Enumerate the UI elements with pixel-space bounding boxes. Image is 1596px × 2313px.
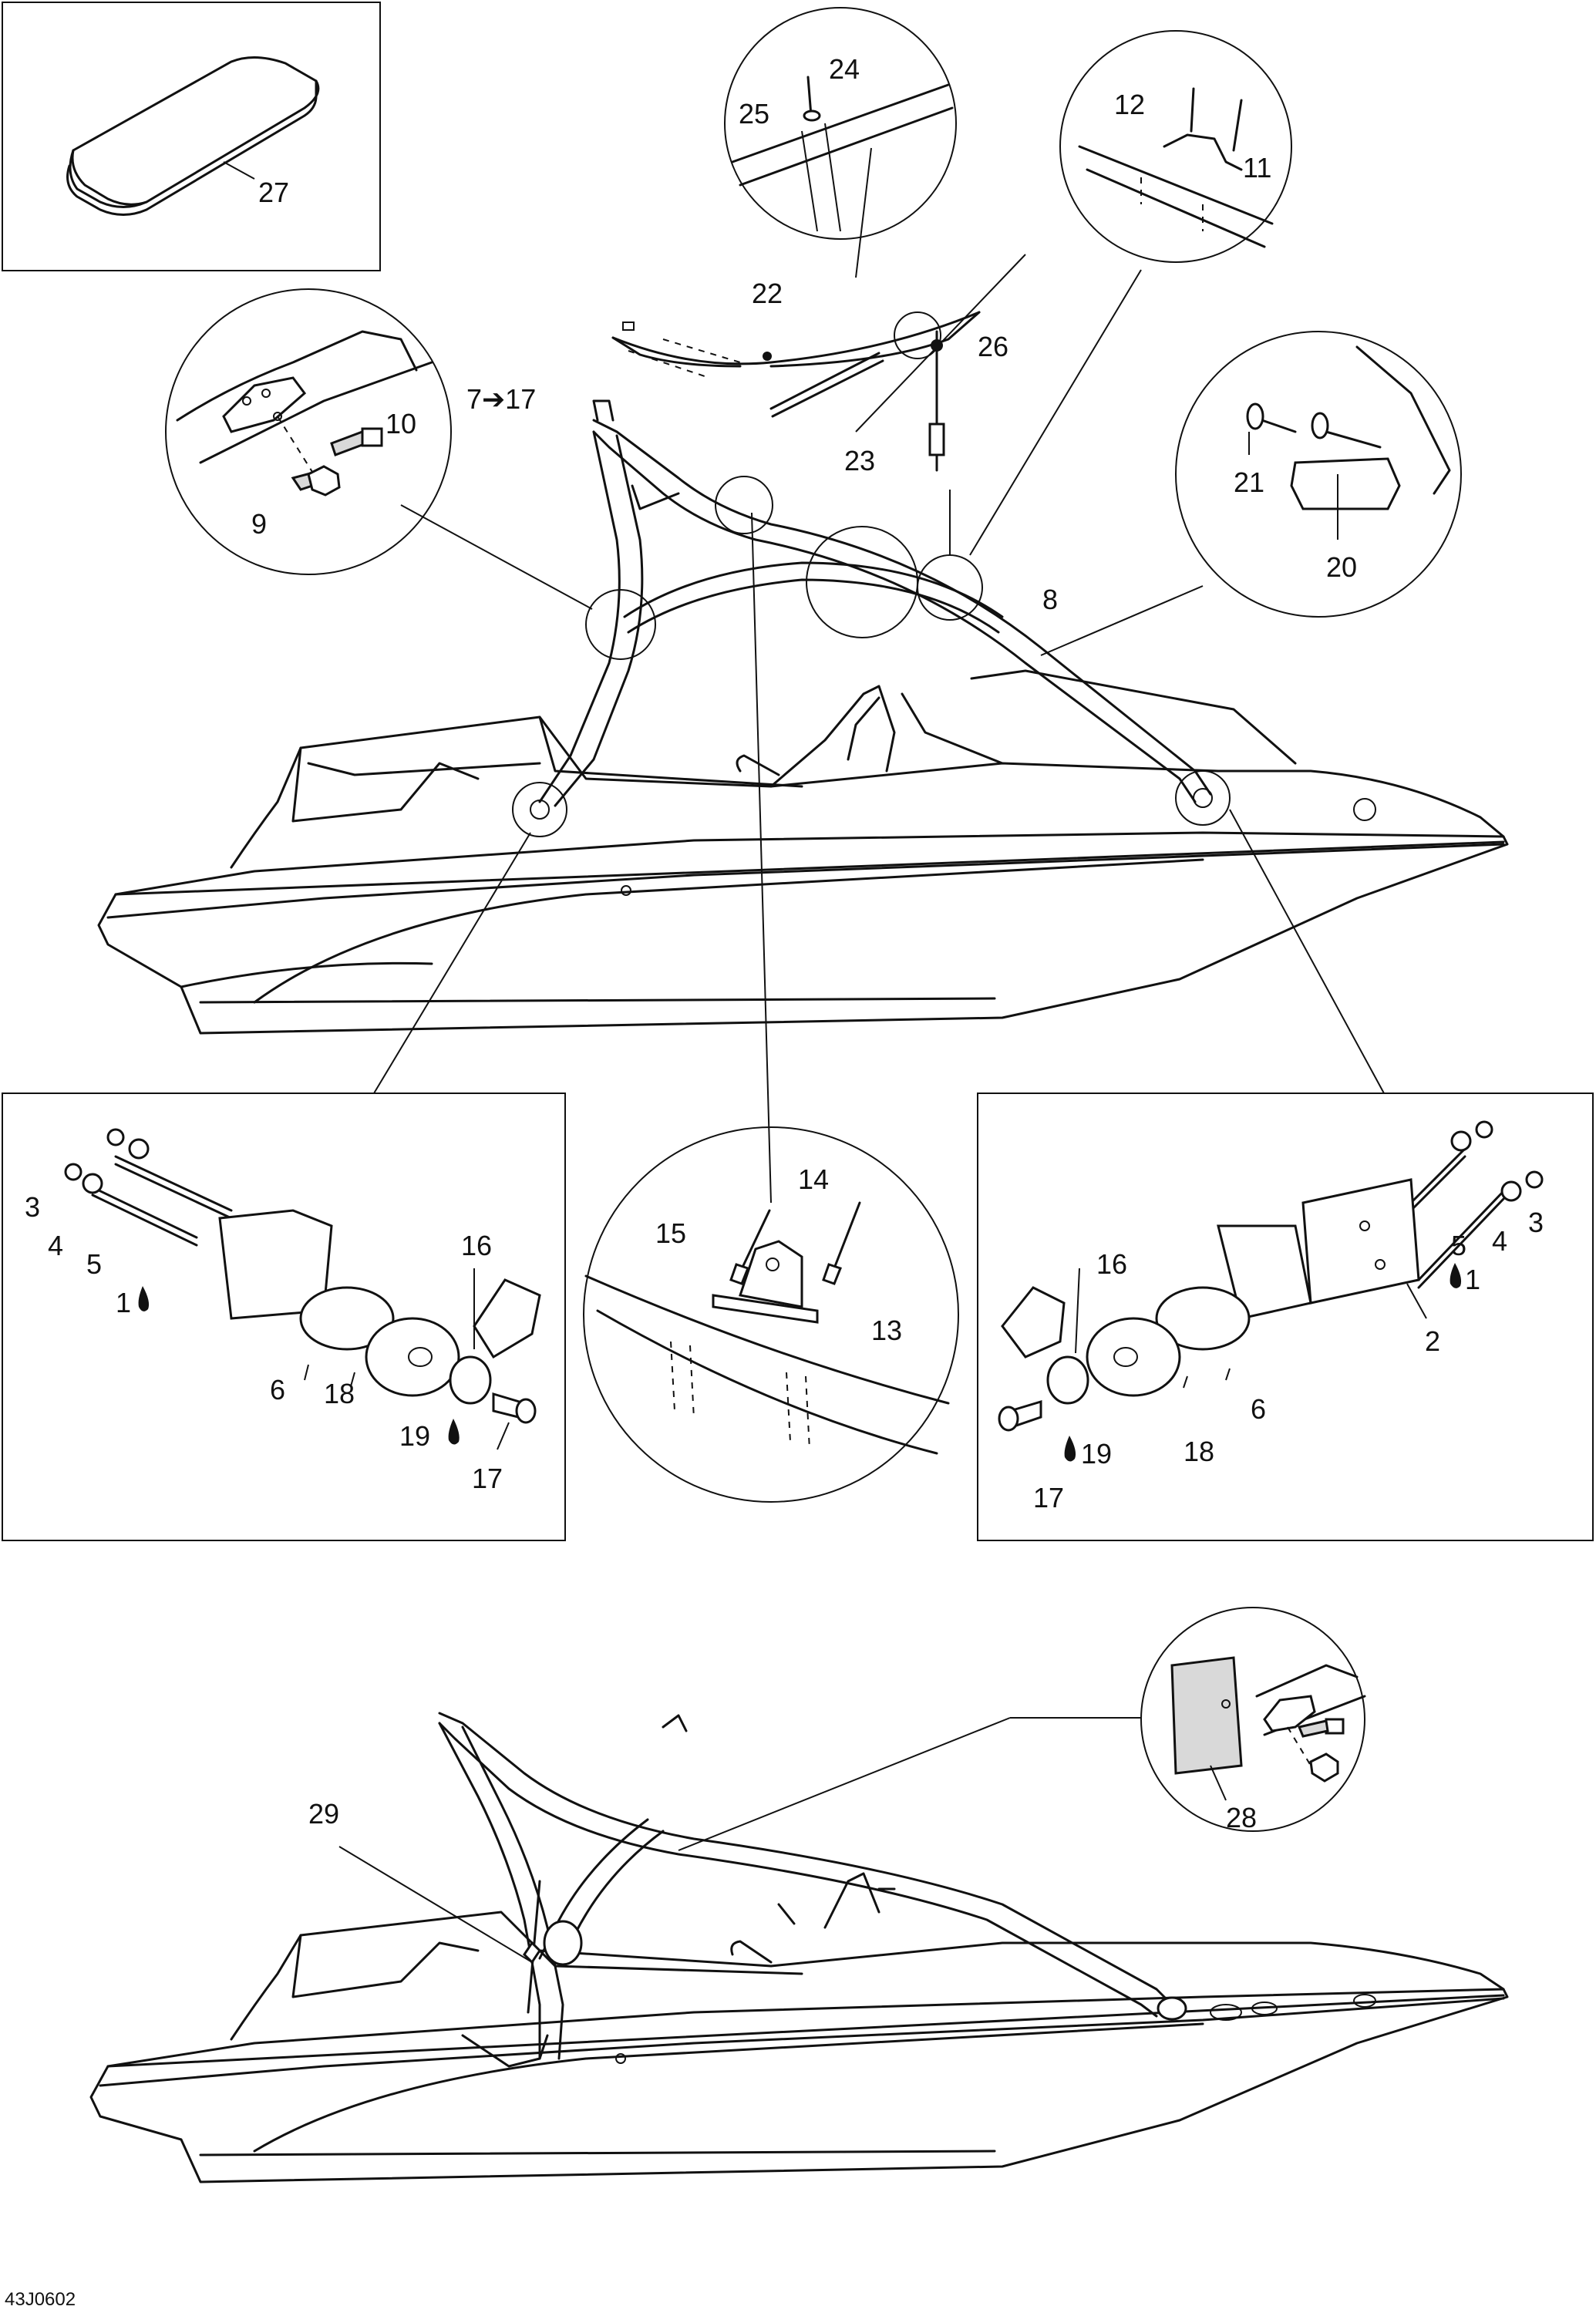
diagram-code: 43J0602 [5, 2289, 76, 2310]
callout-17-right: 17 [1033, 1482, 1064, 1513]
callout-27: 27 [258, 177, 289, 208]
callout-8: 8 [1042, 584, 1058, 615]
callout-9: 9 [251, 508, 267, 540]
callout-5-left: 5 [86, 1248, 102, 1280]
callout-19-right: 19 [1081, 1438, 1112, 1470]
callout-18-left: 18 [324, 1378, 355, 1409]
callout-11: 11 [1243, 152, 1271, 183]
callout-7-17: 7➔17 [466, 383, 536, 415]
leader-lines-top [373, 147, 1385, 1204]
boat-bottom [89, 1712, 1509, 2183]
inset-tower-bracket [165, 288, 452, 575]
callout-25: 25 [739, 98, 769, 130]
callout-20: 20 [1326, 551, 1357, 583]
callout-5-right: 5 [1451, 1230, 1466, 1261]
callout-15: 15 [655, 1217, 686, 1249]
inset-bimini-clip [1059, 30, 1292, 263]
inset-cushion [2, 2, 381, 271]
callout-23: 23 [844, 445, 875, 476]
drop-icon [1064, 1436, 1076, 1462]
callout-24: 24 [829, 53, 860, 85]
callout-17-left: 17 [472, 1463, 503, 1494]
callout-21: 21 [1234, 466, 1264, 498]
callout-2: 2 [1425, 1325, 1440, 1357]
callout-13: 13 [871, 1315, 902, 1346]
callout-4-left: 4 [48, 1230, 63, 1261]
callout-12: 12 [1114, 89, 1145, 120]
callout-6-right: 6 [1251, 1393, 1266, 1425]
callout-1-right: 1 [1465, 1264, 1480, 1295]
callout-14: 14 [798, 1163, 829, 1195]
callout-1-left: 1 [116, 1287, 131, 1318]
inset-mirror [1175, 331, 1462, 618]
callout-19-left: 19 [399, 1420, 430, 1452]
callout-4-right: 4 [1492, 1225, 1507, 1257]
callout-10: 10 [386, 408, 416, 439]
callout-28: 28 [1226, 1802, 1257, 1833]
callout-3-right: 3 [1528, 1207, 1544, 1238]
callout-16-right: 16 [1096, 1248, 1127, 1280]
inset-bimini-rivet [724, 7, 957, 240]
callout-3-left: 3 [25, 1191, 40, 1223]
callout-29: 29 [308, 1798, 339, 1830]
drop-icon [1450, 1263, 1462, 1288]
callout-18-right: 18 [1184, 1436, 1214, 1467]
callout-16-left: 16 [461, 1230, 492, 1261]
inset-bracket-pad [1140, 1607, 1366, 1832]
inset-bimini-mount [583, 1126, 959, 1503]
boat-top [97, 399, 1509, 1035]
callout-26: 26 [978, 331, 1008, 362]
drop-icon [138, 1286, 150, 1311]
callout-6-left: 6 [270, 1374, 285, 1406]
callout-22: 22 [752, 278, 783, 309]
drop-icon [448, 1419, 460, 1445]
inset-tower-foot-right [977, 1093, 1594, 1541]
bimini-parts [611, 311, 981, 472]
inset-tower-foot-left [2, 1093, 566, 1541]
